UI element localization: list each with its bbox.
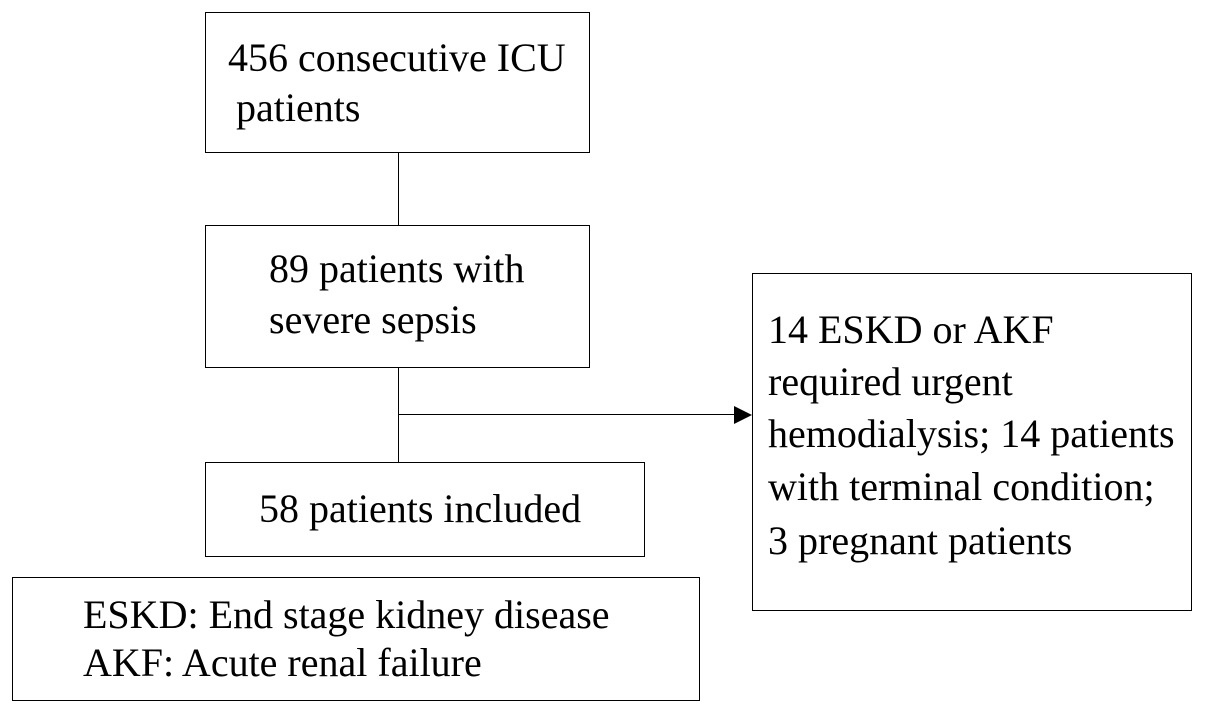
box-severe-sepsis-line-2: severe sepsis [269,297,477,342]
box-icu-patients-line-1: 456 consecutive ICU [228,35,566,80]
box-exclusions-line-5: 3 pregnant patients [768,518,1073,563]
box-patients-included-line: 58 patients included [259,486,582,531]
box-exclusions-line-3: hemodialysis; 14 patients [768,411,1175,456]
box-severe-sepsis-line-1: 89 patients with [269,246,525,291]
connector-2-3 [398,368,399,462]
box-icu-patients: 456 consecutive ICU patients [205,12,590,153]
box-exclusions-line-2: required urgent [768,359,1013,404]
box-exclusions-line-4: with terminal condition; [768,464,1155,509]
box-patients-included: 58 patients included [205,462,645,557]
legend-line-2: AKF: Acute renal failure [83,640,482,685]
box-severe-sepsis: 89 patients with severe sepsis [205,225,590,368]
connector-1-2 [398,153,399,225]
box-exclusions: 14 ESKD or AKF required urgent hemodialy… [752,273,1192,611]
legend-box: ESKD: End stage kidney disease AKF: Acut… [12,577,700,701]
exclusion-arrow-line [398,414,734,415]
legend-line-1: ESKD: End stage kidney disease [83,592,610,637]
exclusion-arrowhead [734,406,752,424]
box-icu-patients-line-2: patients [236,85,361,130]
box-exclusions-line-1: 14 ESKD or AKF [768,307,1054,352]
